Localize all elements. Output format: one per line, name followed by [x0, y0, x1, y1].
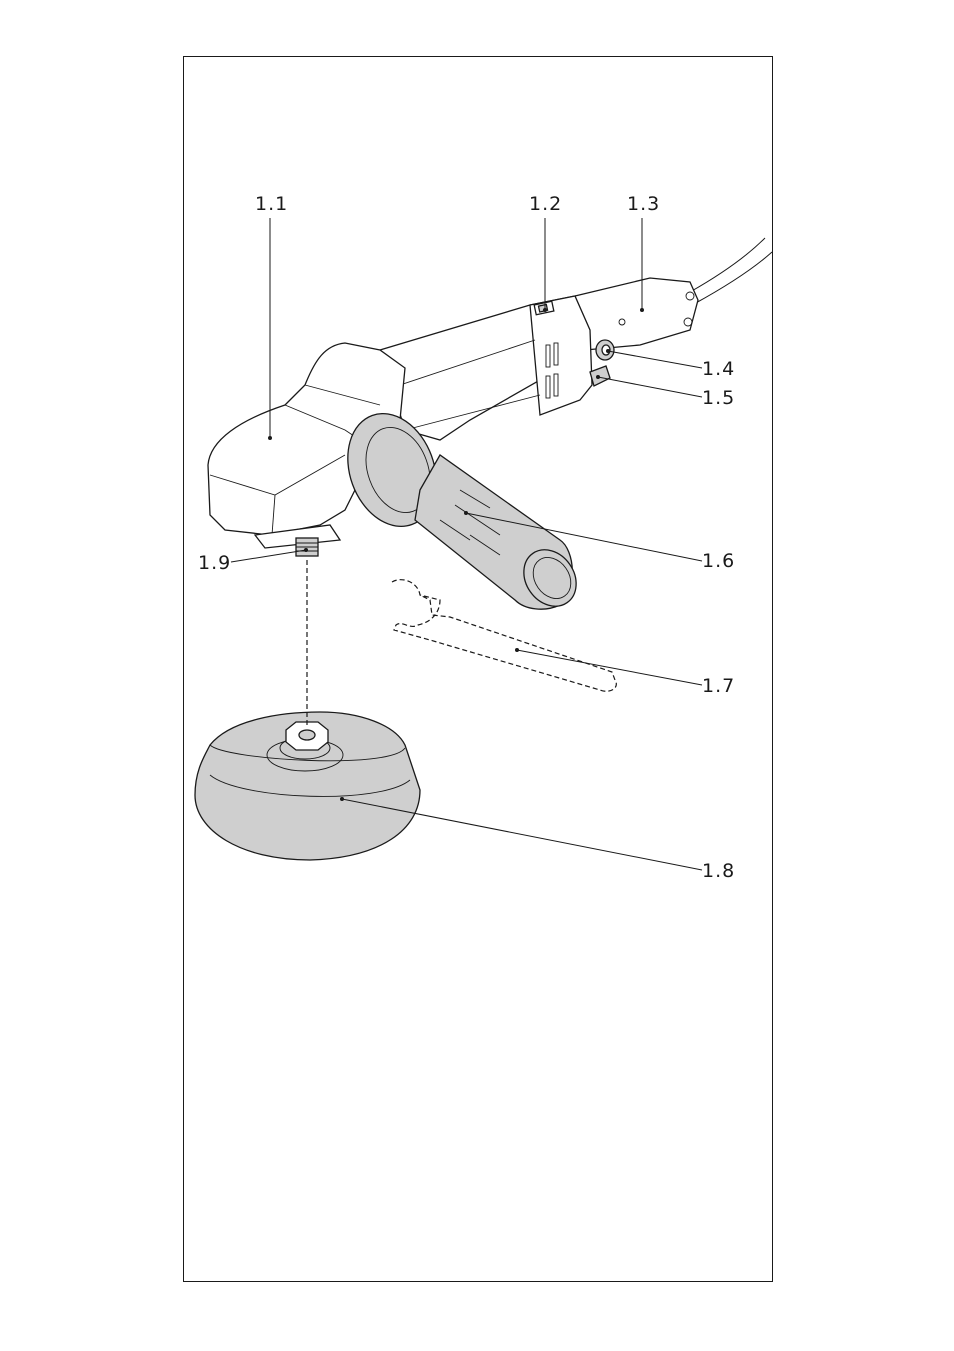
speed-control-wheel [596, 340, 614, 360]
side-handle [333, 401, 587, 616]
wrench [392, 580, 616, 692]
spindle [296, 538, 318, 556]
lock-button [590, 366, 610, 386]
callout-1-8: 1.8 [702, 860, 735, 882]
callout-1-1: 1.1 [255, 193, 288, 215]
callout-1-9: 1.9 [198, 552, 231, 574]
callout-1-2: 1.2 [529, 193, 562, 215]
polishing-pad [195, 712, 420, 860]
callout-1-5: 1.5 [702, 387, 735, 409]
callout-1-3: 1.3 [627, 193, 660, 215]
power-cord [690, 238, 772, 304]
callout-1-4: 1.4 [702, 358, 735, 380]
callout-1-7: 1.7 [702, 675, 735, 697]
callout-1-6: 1.6 [702, 550, 735, 572]
